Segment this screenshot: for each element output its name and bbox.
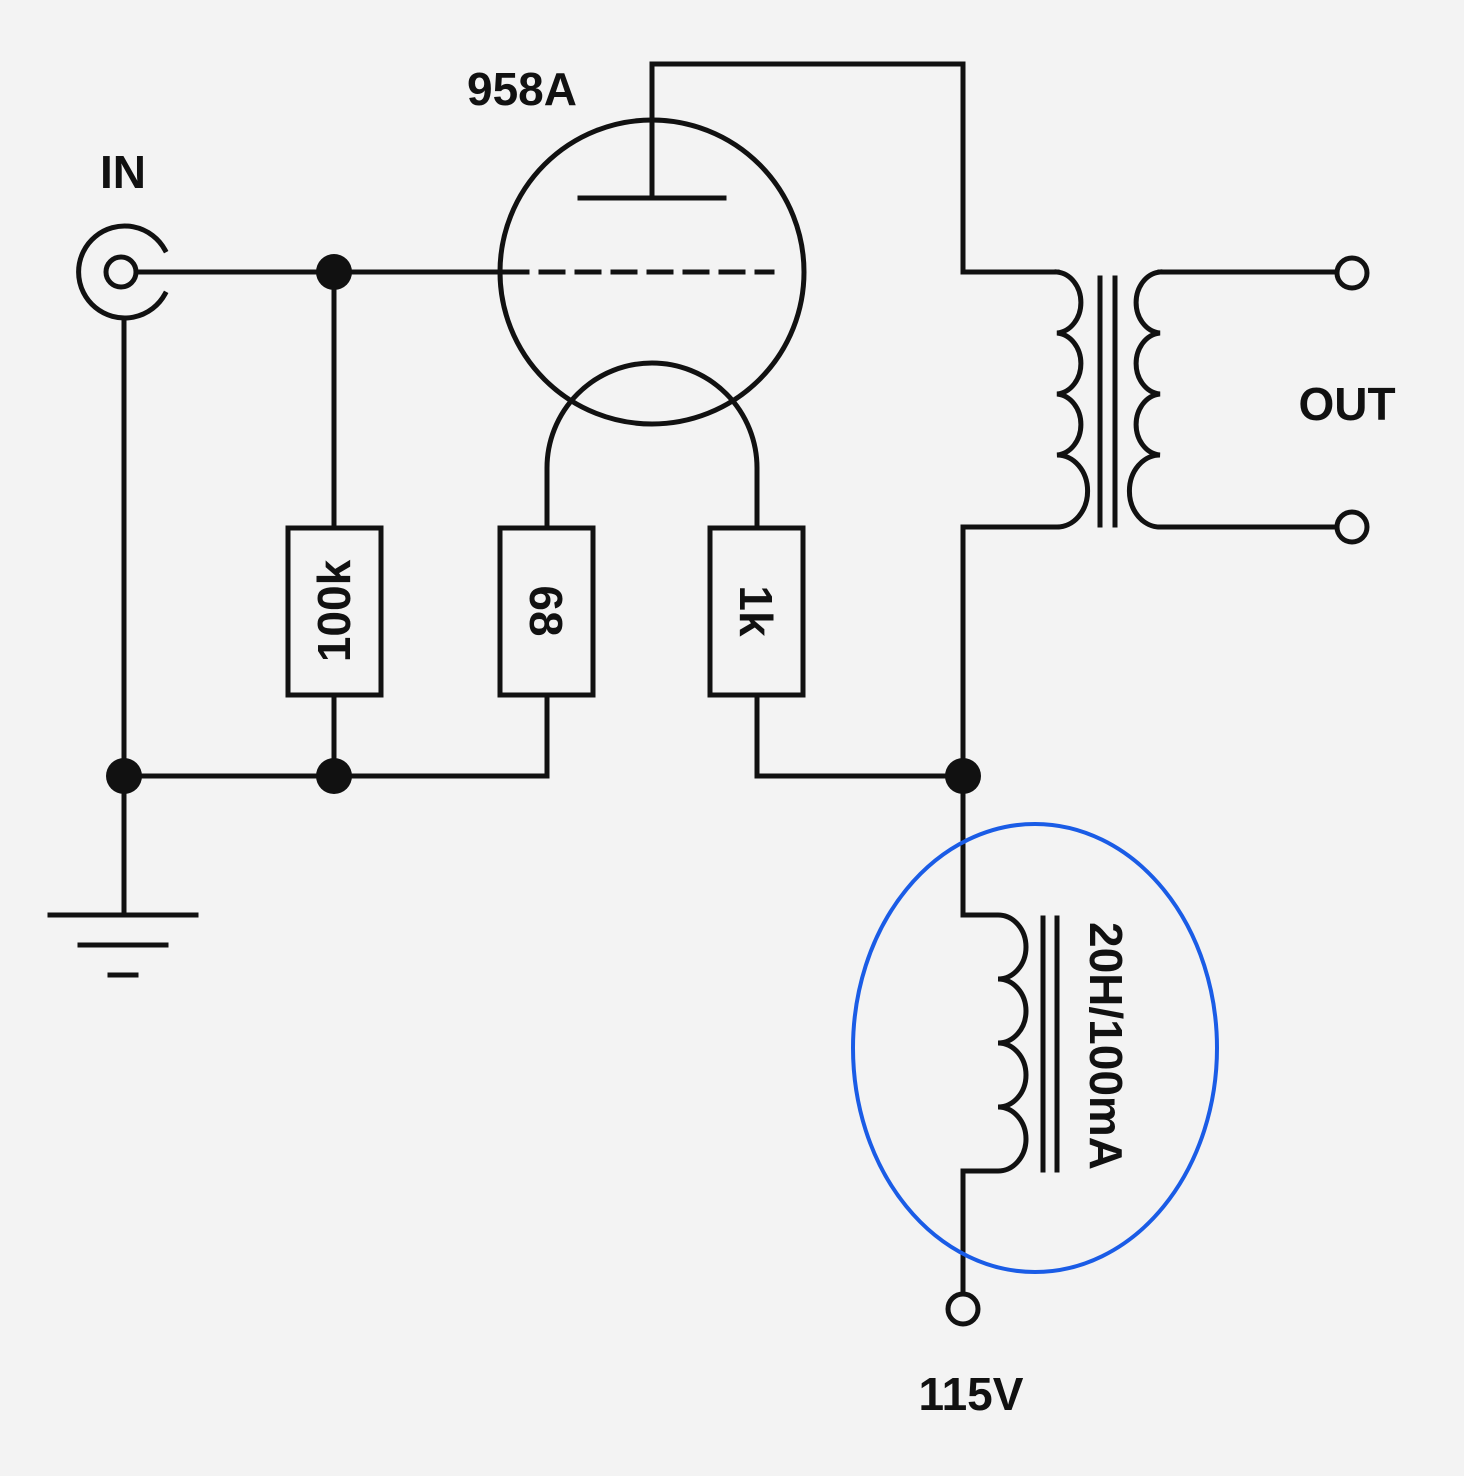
supply-label: 115V (919, 1368, 1024, 1420)
input-jack-shell (76, 223, 169, 321)
filament-resistor-1k-lead (754, 692, 966, 779)
output-label: OUT (1298, 378, 1395, 430)
output-terminal-bottom (1334, 509, 1370, 545)
supply-terminal (945, 1291, 981, 1327)
junction-dot (945, 758, 981, 794)
input-label: IN (100, 146, 146, 198)
vacuum-tube (497, 61, 807, 528)
filament-resistor-68-label: 68 (520, 585, 572, 636)
tube-label: 958A (467, 63, 577, 115)
tube-filament (544, 360, 760, 528)
junction-dot (106, 758, 142, 794)
transformer-primary-coil (1054, 269, 1091, 530)
choke-coil (960, 912, 1029, 1174)
transformer-secondary-coil (1126, 269, 1163, 530)
junction-dot (316, 758, 352, 794)
plate-to-transformer-wire (649, 61, 1060, 275)
choke-highlight-ellipse (851, 822, 1219, 1274)
primary-to-supply-wire (960, 524, 1060, 779)
input-jack-center-pin (103, 254, 139, 290)
output-terminal-top (1334, 255, 1370, 291)
output-transformer (1054, 269, 1163, 530)
grid-resistor-label: 100k (308, 559, 360, 662)
junction-dot (316, 254, 352, 290)
ground-symbol (47, 912, 199, 978)
choke-label: 20H/100mA (1080, 922, 1132, 1170)
filament-resistor-1k-label: 1k (730, 585, 782, 637)
